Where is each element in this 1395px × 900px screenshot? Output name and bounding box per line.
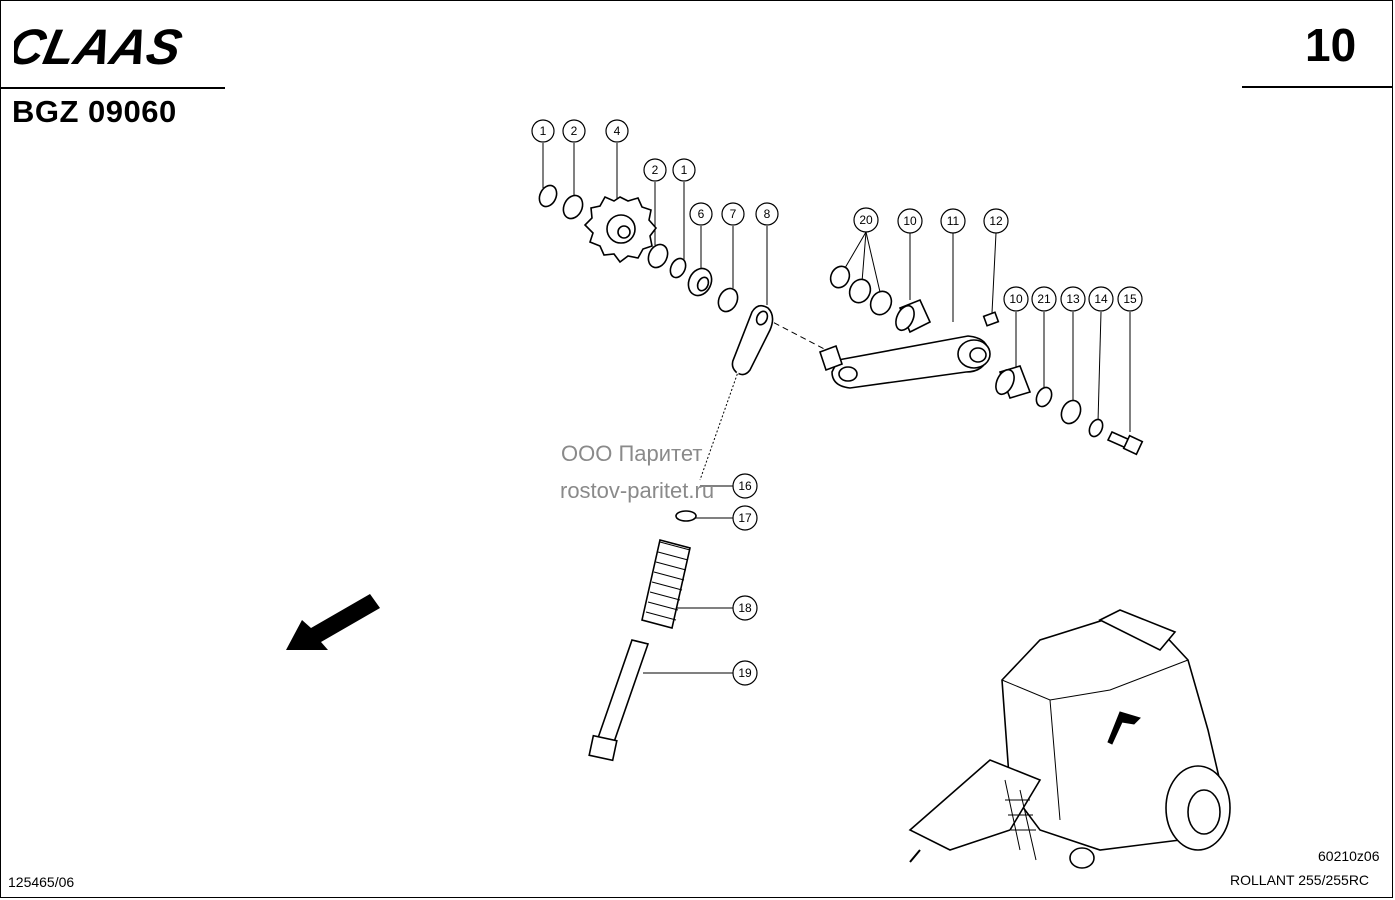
bushing-10 (895, 298, 932, 334)
document-number: 125465/06 (8, 874, 75, 890)
svg-text:11: 11 (947, 214, 960, 228)
callout-10a: 10 (897, 208, 923, 234)
svg-text:10: 10 (903, 214, 917, 228)
header-rule-right (1242, 86, 1393, 88)
svg-text:8: 8 (764, 207, 771, 221)
callout-4: 4 (605, 119, 629, 143)
tube-19 (588, 639, 650, 762)
retaining-ring-1b (669, 257, 687, 279)
callout-18: 18 (732, 595, 758, 621)
svg-text:10: 10 (1009, 292, 1023, 306)
svg-text:15: 15 (1123, 292, 1137, 306)
watermark-company: ООО Паритет (561, 441, 703, 466)
callout-17: 17 (732, 505, 758, 531)
callout-20: 20 (853, 207, 879, 233)
washers-20 (829, 265, 893, 316)
washer-13 (1060, 399, 1082, 425)
callout-11: 11 (940, 208, 966, 234)
leader-lines (542, 143, 1131, 674)
shim-washer-2 (562, 194, 584, 220)
svg-text:2: 2 (571, 124, 578, 138)
callout-8: 8 (755, 202, 779, 226)
washer-21 (1035, 386, 1053, 408)
bushing-10b (995, 365, 1032, 399)
callout-2a: 2 (562, 119, 586, 143)
figure-code: 60210z06 (1318, 848, 1380, 864)
grease-nipple-12 (982, 311, 1000, 327)
svg-text:4: 4 (614, 124, 621, 138)
svg-text:17: 17 (738, 511, 752, 525)
washer-7 (717, 287, 739, 313)
callout-10b: 10 (1003, 286, 1029, 312)
callout-15: 15 (1117, 286, 1143, 312)
group-code: BGZ 09060 (12, 94, 177, 129)
svg-text:12: 12 (989, 214, 1003, 228)
callout-21: 21 (1031, 286, 1057, 312)
lock-washer-14 (1088, 418, 1104, 438)
bearing-6 (687, 267, 713, 297)
eye-bolt-8 (699, 304, 774, 481)
svg-text:7: 7 (730, 207, 737, 221)
svg-text:18: 18 (738, 601, 752, 615)
machine-model: ROLLANT 255/255RC (1230, 872, 1370, 888)
svg-text:1: 1 (540, 124, 547, 138)
bolt-15 (1106, 430, 1144, 456)
nut-17 (675, 510, 697, 522)
callout-12: 12 (983, 208, 1009, 234)
svg-text:6: 6 (698, 207, 705, 221)
svg-text:21: 21 (1037, 292, 1051, 306)
callout-13: 13 (1060, 286, 1086, 312)
callout-1a: 1 (531, 119, 555, 143)
svg-text:20: 20 (859, 213, 873, 227)
watermark-url: rostov-paritet.ru (560, 478, 715, 503)
direction-arrow-icon (286, 594, 380, 650)
retaining-ring-1 (538, 184, 558, 208)
sprocket-4 (583, 195, 658, 264)
callout-19: 19 (732, 660, 758, 686)
svg-text:16: 16 (738, 479, 752, 493)
callout-16: 16 (732, 473, 758, 499)
header-rule-left (0, 87, 225, 89)
svg-text:14: 14 (1094, 292, 1108, 306)
callout-6: 6 (689, 202, 713, 226)
callout-14: 14 (1088, 286, 1114, 312)
callout-1b: 1 (672, 158, 696, 182)
claas-logo: CLAAS (14, 22, 187, 70)
page-number: 10 (1305, 19, 1357, 71)
svg-text:1: 1 (681, 163, 688, 177)
compression-spring-18 (641, 539, 691, 629)
svg-text:13: 13 (1066, 292, 1080, 306)
shim-washer-2b (647, 243, 669, 269)
callout-2b: 2 (643, 158, 667, 182)
callout-7: 7 (721, 202, 745, 226)
svg-text:19: 19 (738, 666, 752, 680)
lever-arm-11 (818, 335, 991, 389)
baler-machine-illustration (908, 609, 1231, 869)
brand-text: CLAAS (14, 22, 187, 70)
svg-text:2: 2 (652, 163, 659, 177)
